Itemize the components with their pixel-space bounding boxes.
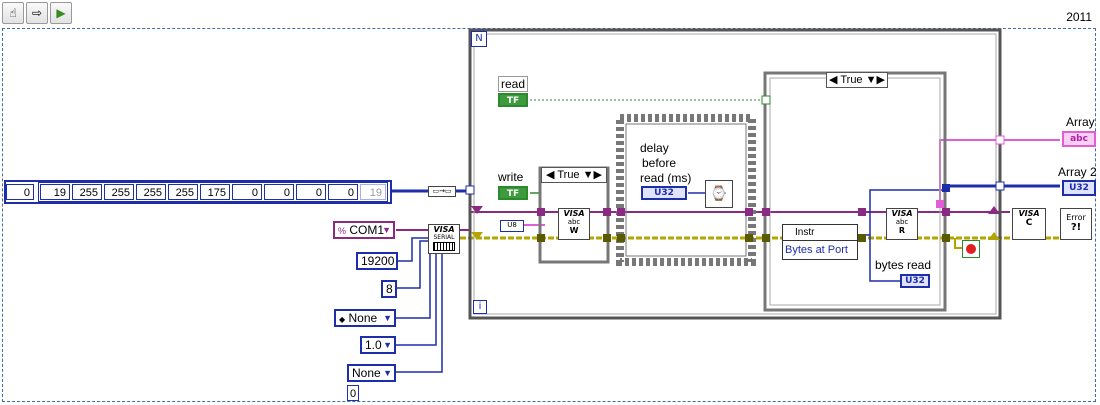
delay-sequence-frame — [616, 114, 756, 266]
parity-value: None — [348, 311, 378, 325]
u8-terminal: U8 — [500, 220, 524, 232]
visa-label: VISA — [891, 209, 913, 218]
stop-bits-value: 1.0 — [365, 338, 382, 352]
array-element[interactable]: 255 — [136, 184, 166, 200]
array-element-empty[interactable]: 19 — [360, 184, 386, 200]
delay-label-line1: delay — [640, 141, 669, 155]
data-bits-control[interactable]: 8 — [381, 280, 397, 298]
chevron-down-icon: ▼ — [382, 225, 391, 235]
close-node-label: C — [1025, 218, 1033, 228]
abc-label: abc — [567, 218, 581, 226]
stop-icon — [966, 244, 976, 254]
write-case-value: True — [557, 169, 580, 181]
flow-value: None — [352, 366, 381, 380]
probe-hand-icon[interactable]: ☝ — [2, 2, 24, 24]
visa-resource-control[interactable]: % COM1 ▼ — [333, 221, 395, 239]
array2-output-label: Array 2 — [1058, 165, 1097, 179]
byte-array-to-string-node[interactable]: ▭→▭ — [428, 186, 456, 197]
read-label: read — [498, 76, 529, 92]
array-output-indicator: abc — [1062, 131, 1096, 147]
while-loop-frame — [468, 28, 1002, 320]
visa-read-node[interactable]: VISA abc R — [886, 208, 918, 240]
array-element[interactable]: 255 — [72, 184, 102, 200]
array-element[interactable]: 0 — [296, 184, 326, 200]
error-handler-node[interactable]: Error ?! — [1060, 208, 1092, 240]
build-wizard-icon[interactable]: ▶ — [50, 2, 72, 24]
visa-label: VISA — [433, 225, 455, 234]
array-index[interactable]: 0 — [6, 184, 34, 200]
write-label: write — [498, 170, 524, 184]
array-element[interactable]: 255 — [168, 184, 198, 200]
chevron-down-icon: ▼ — [383, 340, 392, 350]
read-case-value: True — [840, 74, 863, 86]
array-element[interactable]: 0 — [264, 184, 294, 200]
error-label: Error — [1066, 213, 1086, 222]
flow-index[interactable]: 0 — [347, 385, 359, 401]
instr-label: Instr — [783, 225, 857, 241]
read-case-selector[interactable]: ◀ True ▼▶ — [826, 72, 888, 88]
bytes-at-port-label: Bytes at Port — [785, 244, 848, 256]
write-case-selector[interactable]: ◀ True ▼▶ — [541, 167, 607, 183]
array-element[interactable]: 255 — [104, 184, 134, 200]
write-boolean-control[interactable]: TF — [498, 186, 528, 200]
visa-label: VISA — [1018, 209, 1040, 218]
abc-label: abc — [895, 218, 909, 226]
read-node-label: R — [898, 226, 906, 235]
read-boolean-control[interactable]: TF — [498, 93, 528, 107]
write-node-label: W — [569, 226, 579, 235]
array-element[interactable]: 175 — [200, 184, 230, 200]
resource-value: COM1 — [349, 223, 385, 237]
array-output-label: Array — [1066, 115, 1095, 129]
bytes-read-indicator: U32 — [900, 274, 930, 288]
delay-label-line3: read (ms) — [640, 171, 692, 185]
delay-label-line2: before — [642, 156, 677, 170]
stop-button[interactable] — [962, 240, 980, 258]
delay-ms-control[interactable]: U32 — [641, 186, 687, 200]
property-node[interactable]: Instr Bytes at Port — [782, 224, 858, 260]
array-element[interactable]: 0 — [232, 184, 262, 200]
array-border-inner — [38, 182, 388, 202]
array2-output-indicator: U32 — [1062, 180, 1096, 196]
toolbar: ☝ ⇨ ▶ — [2, 2, 72, 24]
visa-label: VISA — [563, 209, 585, 218]
parity-control[interactable]: ◆ None ▼ — [334, 309, 396, 327]
serial-label: SERIAL — [433, 234, 455, 241]
visa-close-node[interactable]: VISA C — [1012, 208, 1046, 240]
visa-write-node[interactable]: VISA abc W — [558, 208, 590, 240]
run-arrow-icon[interactable]: ⇨ — [26, 2, 48, 24]
bytes-read-label: bytes read — [875, 258, 932, 272]
visa-configure-serial-node[interactable]: VISA SERIAL — [428, 224, 460, 254]
version-label: 2011 — [1066, 10, 1092, 24]
array-element[interactable]: 19 — [40, 184, 70, 200]
wait-ms-icon[interactable]: ⌚ — [705, 180, 733, 208]
array-element[interactable]: 0 — [328, 184, 358, 200]
flow-control[interactable]: None ▼ — [347, 364, 396, 382]
loop-iteration-terminal: i — [473, 300, 487, 314]
chevron-down-icon: ▼ — [383, 368, 392, 378]
chevron-down-icon: ▼ — [383, 313, 392, 323]
loop-stop-icon[interactable]: N — [471, 31, 487, 47]
stop-bits-control[interactable]: 1.0 ▼ — [360, 336, 396, 354]
baud-rate-control[interactable]: 19200 — [356, 252, 398, 270]
